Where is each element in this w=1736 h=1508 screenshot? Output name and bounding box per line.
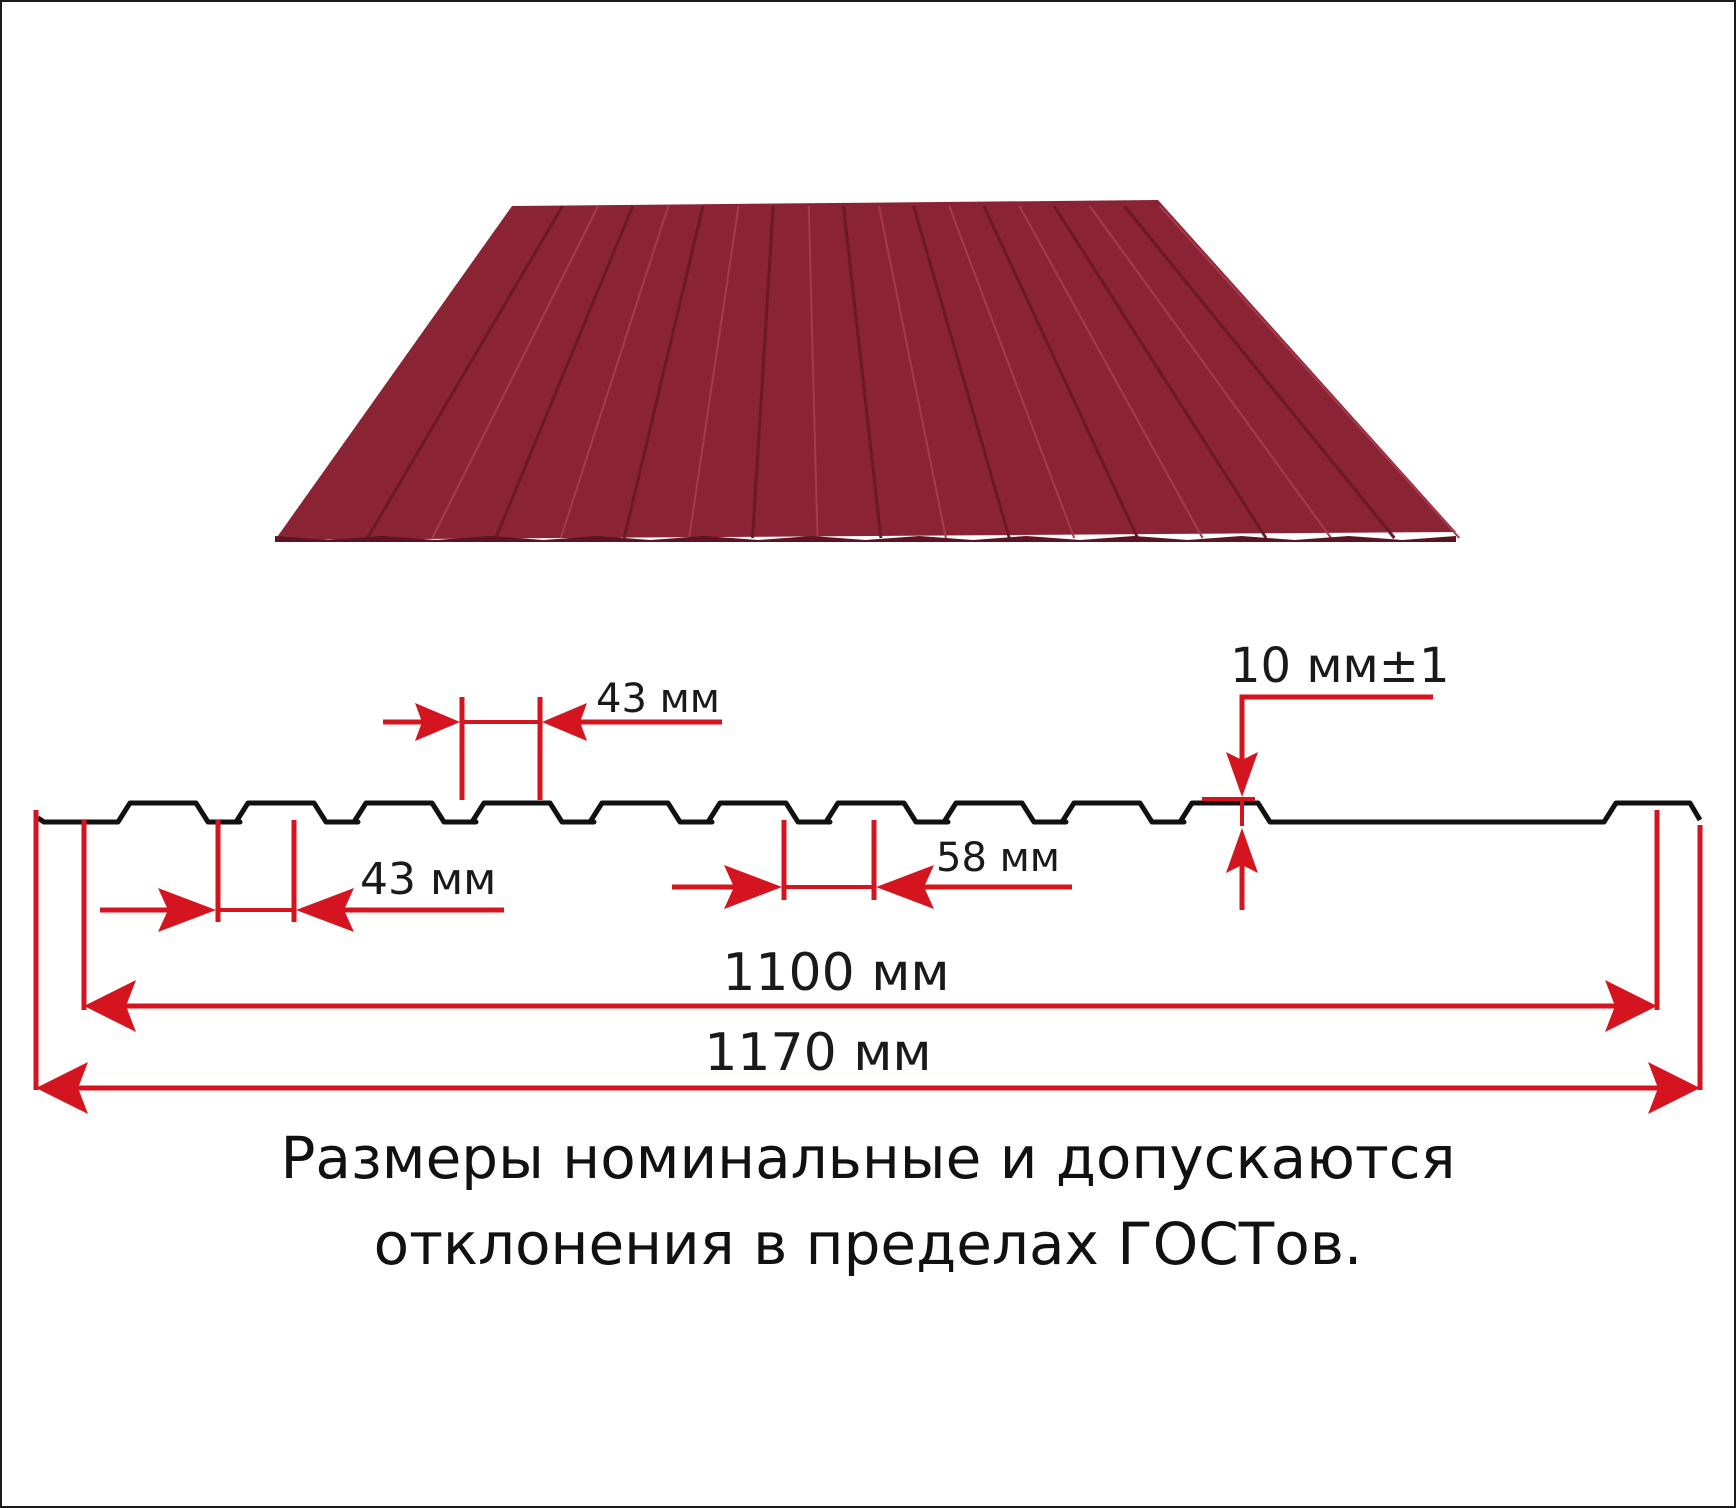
sheet-rib-line — [494, 205, 635, 539]
note-line-2: отклонения в пределах ГОСТов. — [373, 1210, 1363, 1278]
sheet-body — [275, 200, 1456, 540]
useful-width-arrow-right — [1605, 980, 1657, 1032]
valley-arrow-right-head — [876, 865, 934, 909]
rib-height-arrow-top-head — [1226, 752, 1258, 797]
dimension-lines — [33, 694, 1703, 1114]
top-rib-width-label: 43 мм — [596, 676, 720, 722]
sheet-rib-line — [559, 205, 670, 539]
sheet-rib-line — [807, 205, 819, 539]
bottom-rib-arrow-right-head — [296, 888, 354, 932]
sheet-rib-line — [841, 205, 883, 539]
sheet-rib-line — [366, 205, 564, 539]
valley-width-label: 58 мм — [936, 835, 1060, 881]
sheet-rib-line — [622, 205, 705, 539]
corrugated-sheet-illustration — [275, 200, 1461, 542]
sheet-rib-line — [1159, 205, 1461, 539]
rib-height-arrow-bottom-head — [1226, 828, 1258, 873]
sheet-rib-line — [982, 205, 1140, 539]
sheet-rib-line — [1088, 205, 1332, 539]
sheet-rib-line — [1052, 205, 1268, 539]
sheet-rib-line — [1018, 205, 1204, 539]
rib-height-leader — [1239, 694, 1433, 762]
total-width-arrow-right — [1648, 1062, 1700, 1114]
total-width-label: 1170 мм — [704, 1023, 931, 1083]
bottom-rib-width-label: 43 мм — [360, 854, 496, 905]
valley-arrow-left-head — [724, 865, 782, 909]
total-width-arrow-left — [36, 1062, 88, 1114]
top-rib-arrow-left-head — [415, 703, 460, 741]
sheet-ribs-highlight — [431, 205, 1461, 539]
sheet-rib-line — [912, 205, 1011, 539]
useful-width-label: 1100 мм — [722, 943, 949, 1003]
profile-outline — [36, 800, 1703, 825]
rib-height-label: 10 мм±1 — [1230, 638, 1450, 694]
sheet-front-edge — [275, 536, 1456, 542]
note-line-1: Размеры номинальные и допускаются — [280, 1124, 1456, 1192]
useful-width-arrow-left — [84, 980, 136, 1032]
bottom-rib-arrow-left-head — [158, 888, 216, 932]
sheet-rib-line — [948, 205, 1076, 539]
sheet-rib-line — [877, 205, 947, 539]
sheet-rib-line — [688, 205, 740, 539]
sheet-ribs — [366, 205, 1396, 539]
profile-section — [36, 800, 1703, 825]
sheet-rib-line — [751, 205, 775, 539]
sheet-rib-line — [1123, 205, 1396, 539]
sheet-rib-line — [431, 205, 599, 539]
top-rib-arrow-right-head — [542, 703, 587, 741]
